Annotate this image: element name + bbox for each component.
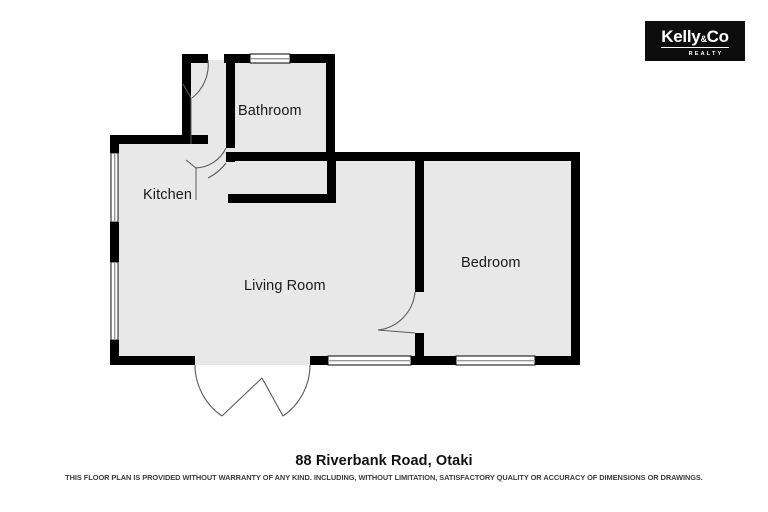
room-label-kitchen: Kitchen (143, 187, 193, 203)
wall-kitchen-top (110, 135, 190, 144)
floor-fill-kitchen-living (110, 60, 327, 365)
door-arcs (182, 59, 416, 417)
wall-bottom-pier-1 (310, 356, 328, 365)
logo-ampersand: & (700, 34, 707, 44)
wall-hall-left-top (182, 54, 191, 144)
wall-bottom-left (110, 356, 195, 365)
door-arc-bedroom (377, 291, 416, 331)
logo-wordmark: Kelly&Co (661, 27, 729, 48)
window-left-upper-mullion (114, 153, 116, 222)
wall-bathroom-top-right (290, 54, 335, 63)
wall-bottom-right (535, 356, 580, 365)
property-address: 88 Riverbank Road, Otaki (295, 453, 473, 469)
door-arc-patio-left (194, 364, 223, 417)
hall-outline (190, 98, 197, 200)
wall-kitchen-top-nub (182, 135, 208, 144)
wall-living-right-junction (327, 152, 336, 194)
wall-bottom-pier-2 (411, 356, 456, 365)
door-arc-patio-right (282, 364, 311, 417)
wall-right-wing-top (327, 152, 580, 161)
wall-left-corner-top (110, 135, 119, 153)
door-arc-kitchen-hall (207, 162, 227, 179)
room-label-bathroom: Bathroom (238, 103, 302, 119)
wall-left-corner-bottom (110, 340, 119, 365)
room-label-bedroom: Bedroom (461, 255, 521, 271)
window-living-bottom-mullion (328, 360, 411, 362)
logo-name-part2: Co (706, 27, 729, 46)
wall-hall-top-left-nub (182, 54, 208, 63)
wall-bathroom-bottom (226, 152, 335, 161)
door-leaf-patio-right (261, 377, 284, 417)
wall-bathroom-doorjamb-lower (226, 152, 235, 162)
floor-plan-disclaimer: THIS FLOOR PLAN IS PROVIDED WITHOUT WARR… (65, 473, 703, 482)
wall-kitchen-living-stub (228, 194, 336, 203)
room-label-living-room: Living Room (244, 278, 326, 294)
door-arc-bathroom (194, 147, 227, 169)
floor-fill-right-wing (327, 152, 580, 365)
door-leaf-bedroom (377, 329, 416, 334)
wall-bathroom-doorjamb-upper (226, 140, 235, 148)
wall-bedroom-partition-upper (415, 152, 424, 292)
wall-left-pier-middle (110, 222, 119, 262)
logo-name-part1: Kelly (661, 27, 701, 46)
wall-right-exterior (571, 152, 580, 365)
floor-fills (110, 60, 580, 365)
kelly-co-realty-logo: Kelly&Co REALTY (645, 21, 745, 61)
door-leaf-bathroom (185, 159, 197, 169)
door-leaf-hall-top (182, 83, 192, 99)
wall-bathroom-right (326, 54, 335, 160)
logo-tagline: REALTY (688, 51, 724, 57)
walls (110, 53, 580, 366)
floor-fill-bathroom (232, 60, 327, 160)
window-left-lower-mullion (114, 262, 116, 340)
wall-bedroom-partition-lower (415, 333, 424, 365)
door-leaf-patio-left (221, 377, 263, 417)
wall-bathroom-left-upper (226, 54, 235, 142)
window-bedroom-bottom-mullion (456, 360, 535, 362)
door-arc-hall-top (191, 59, 209, 99)
window-bathroom-top-mullion (250, 58, 290, 60)
wall-bathroom-top-left (224, 54, 250, 63)
